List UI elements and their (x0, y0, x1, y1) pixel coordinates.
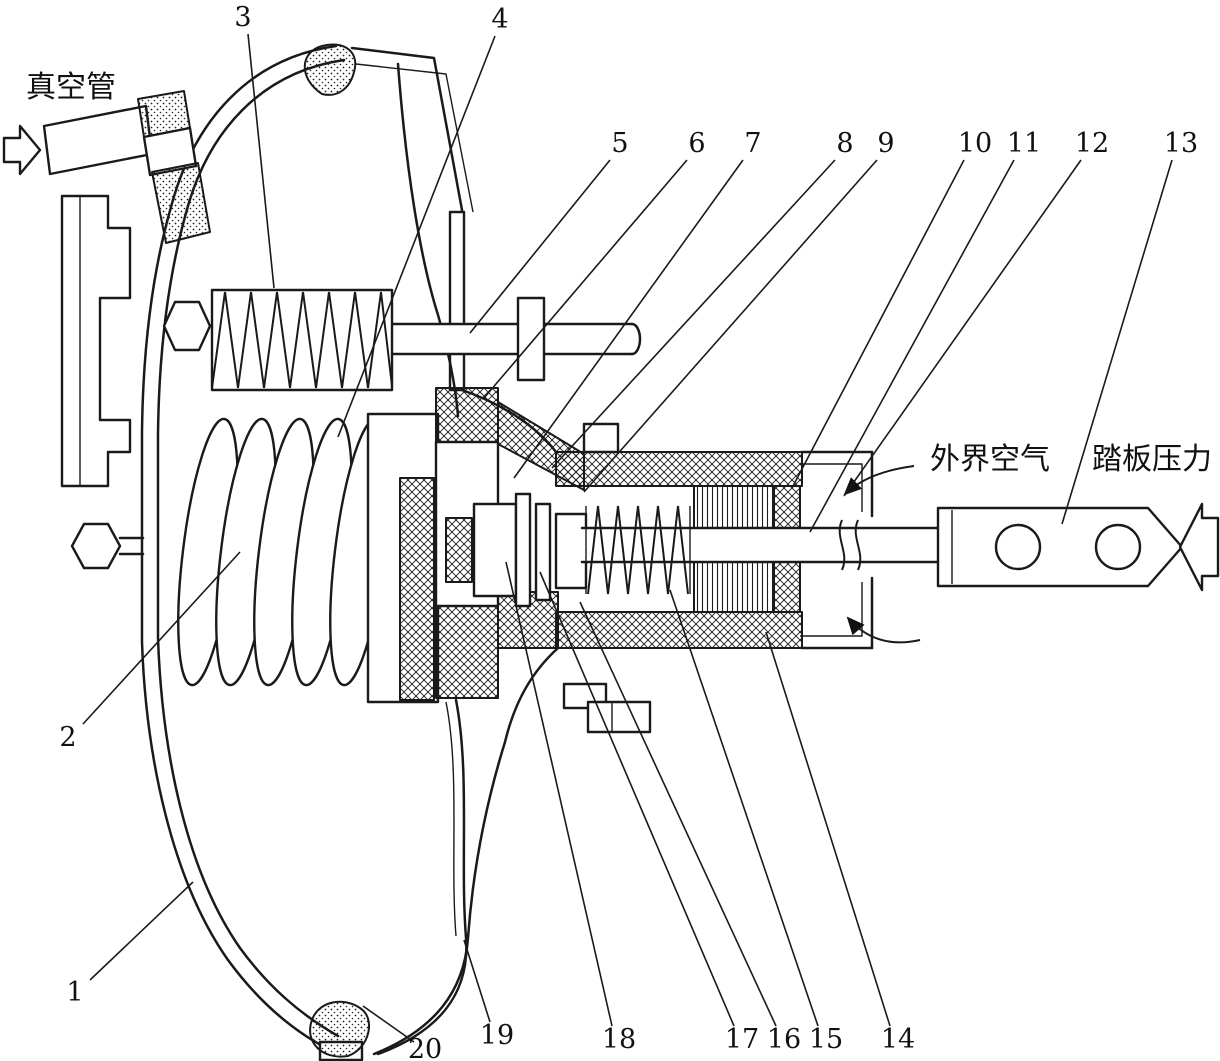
leader-line-17 (539, 571, 735, 1027)
valve-body-assembly (399, 387, 588, 701)
callout-number-7: 7 (744, 128, 761, 159)
stud-fill (392, 324, 638, 354)
vacuum-flow-arrow-icon (2, 124, 42, 176)
callout-number-4: 4 (491, 4, 508, 35)
callout-number-16: 16 (767, 1024, 801, 1055)
flow-arrows (2, 124, 1220, 644)
leader-line-13 (1061, 159, 1173, 525)
shell-rear-bottom-curve (372, 646, 560, 1056)
outside-air-label: 外界空气 (930, 442, 1050, 477)
pedal-force-arrow-icon (1178, 502, 1220, 592)
leader-line-20 (362, 1005, 415, 1043)
valve-seat (534, 502, 552, 602)
valve-spring-seat (554, 512, 588, 590)
rod-break-mark-left (838, 519, 846, 571)
diaphragm-upper (396, 62, 460, 418)
pedal-pushrod-assembly (580, 505, 1184, 595)
stud-end-cap (630, 322, 642, 356)
air-inlet-arrow-lower-icon (846, 616, 921, 644)
valve-plunger (472, 502, 518, 598)
callout-number-2: 2 (59, 722, 76, 753)
leader-line-6 (483, 159, 688, 399)
callout-number-20: 20 (408, 1034, 442, 1061)
leader-line-7 (513, 159, 744, 479)
callout-number-6: 6 (688, 128, 705, 159)
leader-line-10 (791, 159, 965, 489)
housing-cover-lip-upper (800, 463, 863, 512)
reaction-disc (445, 517, 473, 583)
vacuum-check-valve-fitting (42, 90, 211, 244)
leader-line-15 (669, 589, 819, 1027)
housing-fittings (562, 422, 652, 734)
valve-return-spring (587, 505, 689, 595)
leader-line-11 (809, 159, 1015, 533)
shell-front-inner-contour (156, 58, 346, 1038)
shell-rear-top-slope-inner (355, 63, 474, 213)
vacuum-grommet-lower (151, 162, 211, 244)
valve-body-bottom-block (435, 605, 499, 699)
callout-number-18: 18 (602, 1024, 636, 1055)
mount-plate (60, 194, 132, 488)
pedal-pressure-label: 踏板压力 (1092, 442, 1212, 477)
leader-line-1 (89, 881, 194, 981)
callout-number-13: 13 (1164, 128, 1198, 159)
leader-line-3 (247, 33, 275, 289)
leader-line-8 (551, 159, 836, 469)
housing-cover-lip-lower (800, 582, 863, 637)
callout-number-15: 15 (809, 1024, 843, 1055)
leader-line-4 (337, 35, 496, 438)
clevis-hole-left (994, 523, 1042, 571)
boot-nut (162, 300, 212, 352)
callout-number-10: 10 (958, 128, 992, 159)
leader-line-5 (469, 159, 611, 334)
master-cylinder-mount-bracket (60, 194, 145, 570)
vacuum-pipe-label: 真空管 (26, 70, 116, 105)
booster-shell-front (140, 44, 346, 1054)
mounting-stud-and-boot (162, 288, 642, 392)
callout-number-1: 1 (66, 977, 83, 1008)
callout-number-9: 9 (877, 128, 894, 159)
air-inlet-arrow-upper-icon (843, 465, 915, 496)
stud-washer (516, 296, 546, 382)
rod-break-mark-right (854, 519, 862, 571)
callout-number-8: 8 (836, 128, 853, 159)
leader-line-16 (579, 601, 777, 1027)
top-bracket-tab (582, 422, 620, 454)
callout-number-11: 11 (1007, 128, 1041, 159)
callout-number-14: 14 (881, 1024, 915, 1055)
shell-rear-face-plate (448, 210, 466, 392)
valve-body-diagonal-passage (497, 401, 585, 491)
callout-number-19: 19 (480, 1020, 514, 1051)
valve-body-top-block (435, 387, 499, 443)
boot-corrugations (211, 291, 393, 389)
callout-number-17: 17 (725, 1024, 759, 1055)
leader-line-9 (583, 159, 878, 493)
diaphragm-lower-inner (445, 701, 457, 937)
clevis-hole-right (1094, 523, 1142, 571)
shell-front-outer-contour (140, 44, 338, 1054)
leader-line-19 (463, 939, 491, 1023)
diaphragm-lower (376, 698, 468, 1056)
clevis-block (936, 506, 1184, 588)
leader-line-18 (505, 561, 613, 1027)
leader-line-14 (765, 631, 891, 1027)
leader-line-12 (843, 159, 1082, 497)
callout-number-3: 3 (234, 2, 251, 33)
valve-poppet (514, 492, 532, 608)
vacuum-tube (42, 104, 154, 176)
valve-body-hub-column (399, 477, 435, 701)
leader-line-2 (82, 551, 241, 725)
rim-crimp-bottom (309, 1000, 370, 1058)
mount-stud-nut (70, 522, 122, 570)
callout-number-12: 12 (1075, 128, 1109, 159)
rim-crimp-top (303, 43, 357, 96)
callout-number-5: 5 (611, 128, 628, 159)
